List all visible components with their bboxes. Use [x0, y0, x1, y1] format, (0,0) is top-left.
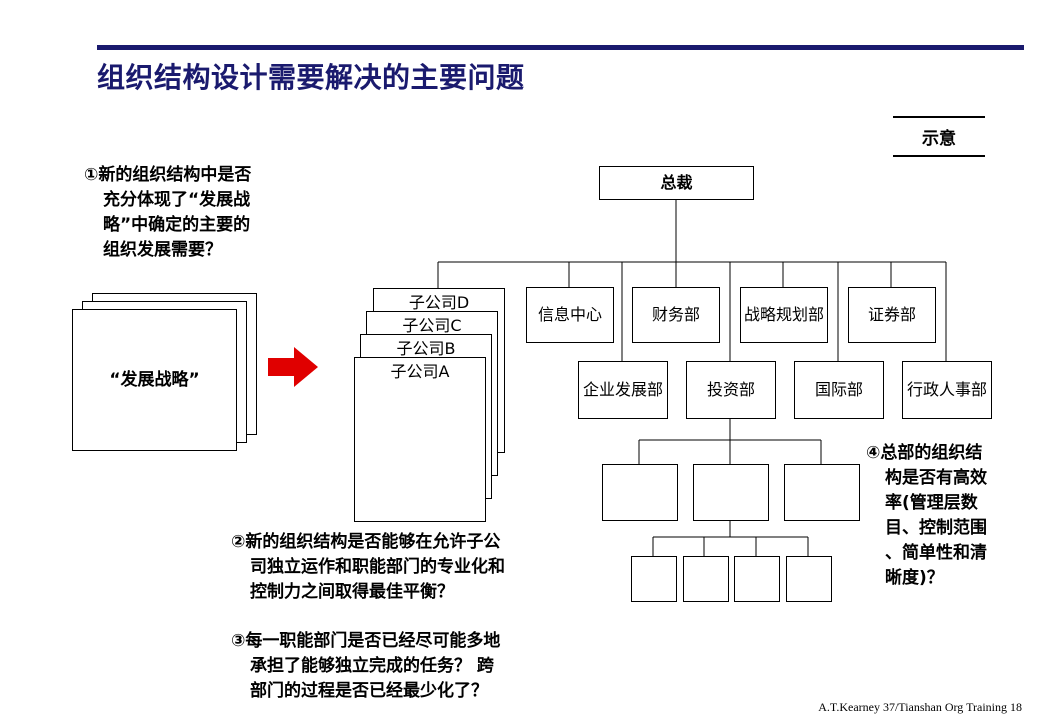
- org-unit-box: [784, 464, 860, 521]
- subsidiary-d-label: 子公司D: [408, 293, 470, 312]
- org-dept-label: 信息中心: [537, 305, 602, 324]
- title-rule: [97, 45, 1024, 50]
- question-1-line: 充分体现了“发展战: [103, 190, 251, 210]
- subsidiary-b-label: 子公司B: [396, 339, 456, 358]
- question-2: ②新的组织结构是否能够在允许子公 司独立运作和职能部门的专业化和 控制力之间取得…: [231, 530, 505, 605]
- question-3-line: 承担了能够独立完成的任务？ 跨: [250, 656, 494, 676]
- arrow-right-icon: [268, 347, 318, 387]
- org-dept-label: 国际部: [814, 380, 863, 399]
- strategy-label: “发展战略”: [109, 370, 200, 390]
- question-3-line: ③每一职能部门是否已经尽可能多地: [231, 631, 501, 651]
- page-title: 组织结构设计需要解决的主要问题: [97, 61, 525, 94]
- org-dept-box: 战略规划部: [740, 287, 828, 343]
- question-4: ④总部的组织结 构是否有高效 率(管理层数 目、控制范围 、简单性和清 晰度)？: [866, 441, 987, 591]
- question-4-line: 晰度)？: [885, 568, 944, 588]
- footer-text: A.T.Kearney 37/Tianshan Org Training 18: [818, 700, 1022, 714]
- org-dept-label: 战略规划部: [743, 305, 824, 324]
- org-subunit-box: [734, 556, 780, 602]
- question-3-line: 部门的过程是否已经最少化了？: [250, 681, 488, 701]
- org-dept-box: 国际部: [794, 361, 884, 419]
- org-unit-box: [602, 464, 678, 521]
- org-dept-label: 企业发展部: [582, 380, 663, 399]
- org-dept-label: 行政人事部: [906, 380, 987, 399]
- subsidiary-c-label: 子公司C: [402, 316, 462, 335]
- question-1: ①新的组织结构中是否 充分体现了“发展战 略”中确定的主要的 组织发展需要？: [84, 163, 251, 263]
- question-3: ③每一职能部门是否已经尽可能多地 承担了能够独立完成的任务？ 跨 部门的过程是否…: [231, 629, 500, 704]
- question-1-line: ①新的组织结构中是否: [84, 165, 252, 185]
- question-4-line: 、简单性和清: [885, 543, 987, 563]
- question-4-line: 目、控制范围: [885, 518, 987, 538]
- org-subunit-box: [631, 556, 677, 602]
- question-2-line: 司独立运作和职能部门的专业化和: [250, 557, 505, 577]
- question-1-line: 略”中确定的主要的: [103, 215, 251, 235]
- org-dept-label: 财务部: [651, 305, 700, 324]
- org-dept-label: 证券部: [867, 305, 916, 324]
- question-2-line: 控制力之间取得最佳平衡？: [250, 582, 454, 602]
- org-dept-box: 企业发展部: [578, 361, 668, 419]
- org-unit-box: [693, 464, 769, 521]
- subsidiary-a-label: 子公司A: [390, 362, 450, 381]
- question-4-line: ④总部的组织结: [866, 443, 983, 463]
- strategy-document: “发展战略”: [72, 309, 237, 451]
- org-dept-box: 证券部: [848, 287, 936, 343]
- org-subunit-box: [786, 556, 832, 602]
- org-dept-label: 投资部: [706, 380, 755, 399]
- org-dept-box: 投资部: [686, 361, 776, 419]
- question-4-line: 构是否有高效: [885, 468, 987, 488]
- question-4-line: 率(管理层数: [885, 493, 978, 513]
- org-dept-box: 行政人事部: [902, 361, 992, 419]
- org-subunit-box: [683, 556, 729, 602]
- subsidiary-a: 子公司A: [354, 357, 486, 522]
- org-ceo-label: 总裁: [660, 173, 693, 192]
- legend-label: 示意: [893, 116, 985, 157]
- question-2-line: ②新的组织结构是否能够在允许子公: [231, 532, 501, 552]
- org-ceo-box: 总裁: [599, 166, 754, 200]
- org-dept-box: 信息中心: [526, 287, 614, 343]
- org-dept-box: 财务部: [632, 287, 720, 343]
- question-1-line: 组织发展需要？: [103, 240, 222, 260]
